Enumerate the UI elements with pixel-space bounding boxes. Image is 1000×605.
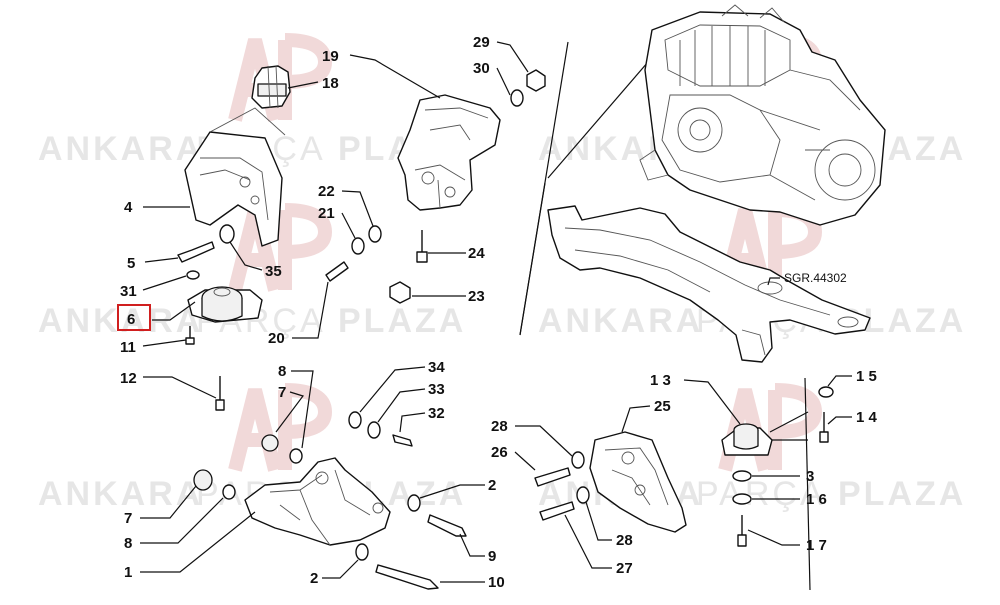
callout-12: 12 [120,370,137,387]
callout-35: 35 [265,263,282,280]
callout-33: 33 [428,381,445,398]
divider-line [547,61,649,179]
callout-28-upper: 28 [491,418,508,435]
watermark-word: ANKARA [38,130,203,168]
callout-5: 5 [127,255,135,272]
callout-8-upper: 8 [278,363,286,380]
bolt-12 [215,376,225,411]
callout-labels: 19 18 4 5 35 31 6 11 12 29 30 22 21 24 2… [117,34,878,591]
bolt-10 [375,564,439,590]
callout-2-right: 2 [488,477,496,494]
washer-16 [732,493,752,505]
divider-line [519,182,546,336]
callout-1: 1 [124,564,132,581]
washer-35 [219,224,235,244]
reference-code: SGR.44302 [784,271,847,285]
bolt-9 [427,514,467,537]
watermark-text-row-3: ANKARA PARÇA PLAZA ANKARA PARÇA PLAZA [38,475,966,513]
washer-15 [818,386,834,398]
callout-21: 21 [318,205,335,222]
callout-30: 30 [473,60,490,77]
callout-34: 34 [428,359,445,376]
part-4-bracket [184,107,286,247]
watermark-word: ANKARA [538,302,703,340]
washer-3 [732,470,752,482]
callout-16: 1 6 [806,491,827,508]
highlight-box-6 [117,304,151,331]
part-18-mount [251,65,291,109]
washer-34 [348,411,362,429]
callout-32: 32 [428,405,445,422]
callout-10: 10 [488,574,505,591]
callout-19: 19 [322,48,339,65]
part-1-bracket [244,457,391,546]
callout-27: 27 [616,560,633,577]
cross-member-illustration [547,205,871,363]
callout-25: 25 [654,398,671,415]
callout-6: 6 [127,311,135,328]
callout-22: 22 [318,183,335,200]
callout-7-upper: 7 [278,384,286,401]
bolt-17 [737,515,747,547]
callout-2-bottom: 2 [310,570,318,587]
bushing-7b [193,469,213,491]
callout-3: 3 [806,468,814,485]
engine-gearbox-illustration [639,4,886,226]
bolt-32 [392,434,413,447]
washer-2a [407,494,421,512]
part-19-bracket [397,94,501,211]
callout-14: 1 4 [856,409,878,426]
callout-23: 23 [468,288,485,305]
part-25-bracket [589,431,687,533]
washer-28b [576,486,590,504]
leader-lines [140,41,852,583]
washer-22 [368,225,382,243]
watermark-word: PLAZA [838,475,966,513]
bolt-14 [819,412,829,443]
callout-31: 31 [120,283,137,300]
callout-20: 20 [268,330,285,347]
part-13-mount [721,423,773,456]
callout-26: 26 [491,444,508,461]
callout-17: 1 7 [806,537,827,554]
washer-8b [222,484,236,500]
callout-29: 29 [473,34,490,51]
bolt-20 [325,261,349,282]
nut-29 [526,69,546,92]
callout-18: 18 [322,75,339,92]
fasteners [177,69,834,590]
bolt-27 [539,501,575,521]
callout-28-lower: 28 [616,532,633,549]
watermark-word: ANKARA [38,475,203,513]
bolt-11 [185,326,195,345]
callout-11: 11 [120,339,136,356]
callout-4: 4 [124,199,133,216]
callout-9: 9 [488,548,496,565]
washer-2b [355,543,369,561]
watermark-word: PARÇA [696,475,826,513]
bolt-5 [177,241,215,263]
washer-30 [510,89,524,107]
washer-21 [351,237,365,255]
washer-28a [571,451,585,469]
nut-23 [389,281,411,304]
washer-33 [367,421,381,439]
bolt-26 [534,467,571,487]
bolt-24 [416,230,428,263]
watermark-word: PLAZA [338,302,466,340]
watermark-word: ANKARA [38,302,203,340]
callout-8-lower: 8 [124,535,132,552]
washer-31 [186,270,200,280]
callout-24: 24 [468,245,485,262]
callout-15: 1 5 [856,368,877,385]
bushing-7a [261,434,279,452]
part-6-engine-mount [187,286,263,323]
callout-13: 1 3 [650,372,671,389]
washer-8a [289,448,303,464]
callout-7-lower: 7 [124,510,132,527]
